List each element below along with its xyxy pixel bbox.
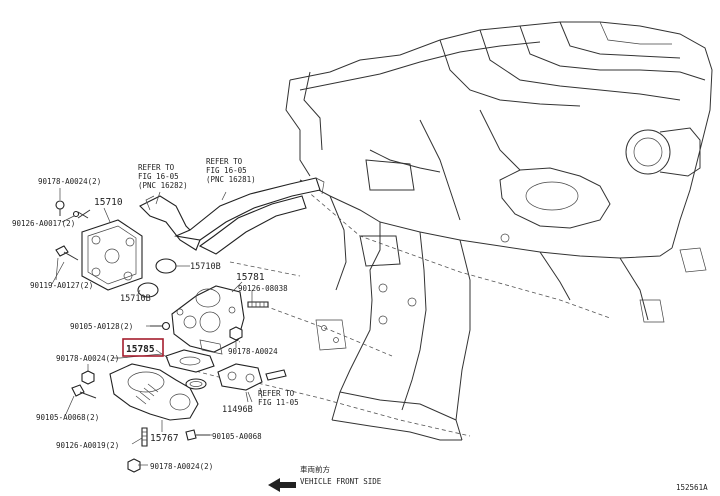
part-highlight-box — [122, 338, 164, 357]
vehicle-front-indicator: 車両前方 VEHICLE FRONT SIDE — [268, 464, 382, 492]
engine-block — [285, 21, 713, 441]
label-90105-a0068-2[interactable]: 90105-A0068(2) — [36, 413, 99, 422]
nut-90178-a0024-mid — [81, 370, 95, 385]
refer-b-line3: (PNC 16281) — [206, 175, 256, 184]
cooler-housing-15781 — [171, 285, 245, 355]
bolt-90105-a0068-left — [71, 384, 97, 399]
gasket-15785 — [155, 349, 215, 373]
label-90178-a0024-2-bot[interactable]: 90178-A0024(2) — [150, 462, 213, 471]
label-15767[interactable]: 15767 — [150, 433, 179, 444]
leader-lines — [55, 188, 263, 466]
label-11496b[interactable]: 11496B — [222, 405, 253, 415]
refer-a-line1: REFER TO — [138, 163, 175, 172]
refer-b-line1: REFER TO — [206, 157, 243, 166]
bolt-90178-a0024-top — [55, 200, 65, 216]
label-90105-a0068[interactable]: 90105-A0068 — [212, 432, 262, 441]
nut-90178-a0024-bottom — [127, 458, 141, 473]
front-arrow-icon — [268, 478, 296, 492]
refer-c-line1: REFER TO — [258, 389, 295, 398]
bolt-90119-a0127 — [51, 245, 79, 285]
part-labels: 90178-A0024(2) 90126-A0017(2) 15710 9011… — [12, 157, 299, 471]
label-90126-a0017-2[interactable]: 90126-A0017(2) — [12, 219, 75, 228]
label-90178-a0024-2-top[interactable]: 90178-A0024(2) — [38, 177, 101, 186]
bolt-90126-a0017 — [72, 209, 91, 219]
bolt-90105-a0068-right — [185, 429, 210, 441]
label-90178-a0024-2-mid[interactable]: 90178-A0024(2) — [56, 354, 119, 363]
front-label-en: VEHICLE FRONT SIDE — [300, 477, 382, 486]
label-90105-a0128-2[interactable]: 90105-A0128(2) — [70, 322, 133, 331]
figure-id: 152561A — [676, 483, 708, 492]
label-15781[interactable]: 15781 — [236, 272, 265, 283]
refer-b-line2[interactable]: FIG 16-05 — [206, 166, 247, 175]
refer-a-line3: (PNC 16282) — [138, 181, 188, 190]
o-ring-15710b-lower — [137, 282, 159, 298]
oil-cooler-connector-15767 — [109, 363, 207, 421]
stud-right-11496b — [265, 369, 287, 381]
gasket-11496b — [217, 363, 263, 403]
stud-90126-08038 — [247, 301, 269, 308]
o-ring-15710b-upper — [155, 258, 177, 274]
label-15785[interactable]: 15785 — [126, 344, 155, 355]
nut-90178-a0024-right — [229, 326, 243, 341]
cooler-hoses — [139, 177, 325, 255]
label-15710[interactable]: 15710 — [94, 197, 123, 208]
refer-a-line2[interactable]: FIG 16-05 — [138, 172, 179, 181]
refer-c-line2[interactable]: FIG 11-05 — [258, 398, 299, 407]
bolt-90105-a0128 — [150, 321, 171, 331]
label-90119-a0127-2[interactable]: 90119-A0127(2) — [30, 281, 93, 290]
stud-90126-a0019 — [141, 427, 148, 447]
label-15710b-left[interactable]: 15710B — [120, 294, 151, 304]
label-15710b-right[interactable]: 15710B — [190, 262, 221, 272]
oil-cooler-15710 — [81, 219, 143, 291]
label-90178-a0024[interactable]: 90178-A0024 — [228, 347, 278, 356]
front-label-jp: 車両前方 — [300, 464, 330, 474]
label-90126-a0019-2[interactable]: 90126-A0019(2) — [56, 441, 119, 450]
label-90126-08038[interactable]: 90126-08038 — [238, 284, 288, 293]
